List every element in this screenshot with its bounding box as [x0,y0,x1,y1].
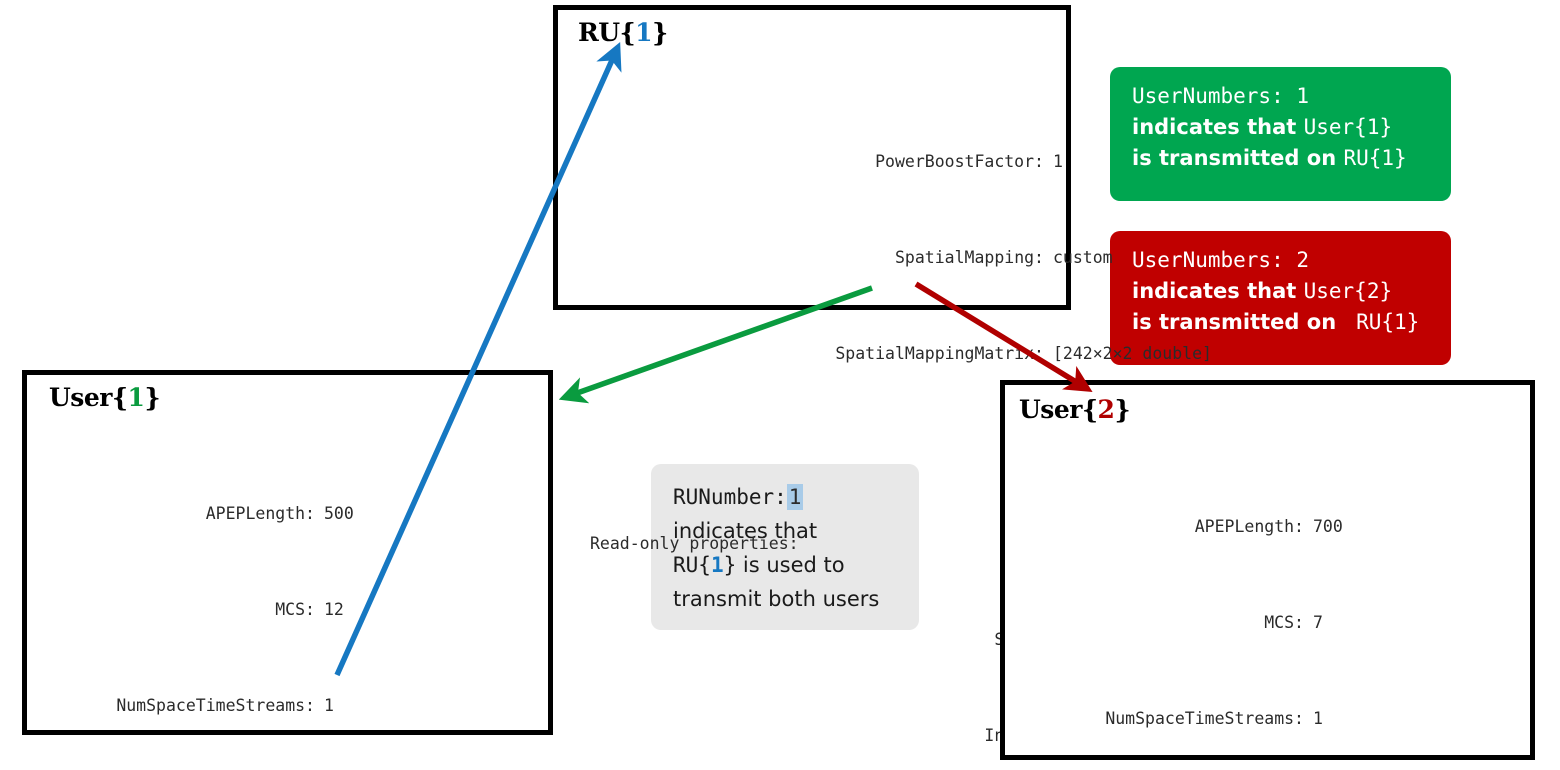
prop-row-numspacetimestreams: NumSpaceTimeStreams: 1 [1019,707,1482,731]
prop-row-spatialmapping: SpatialMapping: custom [576,246,1212,270]
user2-title-prefix: User{ [1019,395,1098,424]
prop-label: MCS: [1264,613,1304,632]
callout-gray-line3-mono-prefix: RU{ [673,553,711,577]
callout-green-line3-sans: is transmitted on [1132,146,1344,170]
prop-label: PowerBoostFactor: [875,152,1044,171]
prop-value: [242×2×2 double] [1053,344,1212,363]
callout-red-line2-mono: User{2} [1303,279,1393,303]
prop-label: Size: [576,628,1044,652]
callout-gray-line3: RU{1} is used to [673,548,919,582]
prop-row-mcs: MCS: 7 [1019,611,1482,635]
prop-label: APEPLength: [205,504,315,523]
callout-green-line2: indicates that User{1} [1132,112,1451,143]
user1-property-list: APEPLength: 500 MCS: 12 NumSpaceTimeStream… [45,430,493,770]
prop-row-numspacetimestreams: NumSpaceTimeStreams: 1 [45,694,493,718]
prop-value: 1 [324,696,334,715]
prop-value: 700 [1313,517,1343,536]
callout-green-usernumber1: UserNumbers: 1 indicates that User{1} is… [1110,67,1451,201]
prop-value: 7 [1313,613,1323,632]
callout-green-line1-mono: UserNumbers: 1 [1132,84,1310,108]
prop-row-powerboostfactor: PowerBoostFactor: 1 [576,150,1212,174]
callout-green-line3-mono: RU{1} [1343,146,1407,170]
callout-green-line2-sans: indicates that [1132,115,1304,139]
callout-gray-line4: transmit both users [673,582,919,616]
callout-gray-line2-sans: indicates that [673,519,818,543]
prop-row-spatialmappingmatrix: SpatialMappingMatrix: [242×2×2 double] [576,342,1212,366]
callout-gray-line3-sans: is used to [736,553,845,577]
user2-title-suffix: } [1114,395,1131,424]
callout-gray-line3-mono-suffix: } [723,553,737,577]
ru-title-number: 1 [635,18,653,47]
callout-red-line3-mono: RU{1} [1343,310,1420,334]
callout-gray-line2: indicates that [673,514,919,548]
prop-row-mcs: MCS: 12 [45,598,493,622]
callout-gray-runumber: RUNumber:1 indicates that RU{1} is used … [651,464,919,630]
prop-label: Index: [576,724,1044,748]
callout-gray-runumber-highlight: 1 [786,484,804,510]
callout-red-line1: UserNumbers: 2 [1132,245,1451,276]
prop-value: 500 [324,504,354,523]
user2-title-number: 2 [1097,395,1115,424]
prop-label: NumSpaceTimeStreams: [116,696,315,715]
callout-red-usernumber2: UserNumbers: 2 indicates that User{2} is… [1110,231,1451,365]
user1-box-title: User{1} [49,383,161,412]
callout-green-line2-mono: User{1} [1303,115,1393,139]
ru-title-suffix: } [652,18,668,47]
prop-value: 12 [324,600,344,619]
user1-title-prefix: User{ [49,383,128,412]
callout-red-line3-sans: is transmitted on [1132,310,1344,334]
ru-box-title: RU{1} [578,18,668,47]
user2-box-title: User{2} [1019,395,1131,424]
user1-property-box: User{1} APEPLength:500 MCS:12 NumSpaceTi… [22,370,553,735]
callout-gray-line1: RUNumber:1 [673,480,919,514]
callout-green-line1: UserNumbers: 1 [1132,81,1451,112]
prop-label: NumSpaceTimeStreams: [1105,709,1304,728]
callout-red-line3: is transmitted on RU{1} [1132,307,1451,338]
prop-value: custom [1053,248,1113,267]
callout-red-line2-sans: indicates that [1132,279,1304,303]
prop-row-apeplength: APEPLength: 700 [1019,515,1482,539]
callout-gray-line3-mono-number: 1 [710,553,724,577]
user2-property-box: User{2} APEPLength: 700 MCS: 7 NumSpaceTim… [1000,380,1535,760]
prop-label: SpatialMappingMatrix: [835,344,1044,363]
ru-title-prefix: RU{ [578,18,636,47]
ru-property-box: RU{1} PowerBoostFactor:1 SpatialMapping:… [553,5,1212,745]
prop-label: SpatialMapping: [894,248,1044,267]
callout-green-line3: is transmitted on RU{1} [1132,143,1451,174]
prop-value: 1 [1053,152,1063,171]
prop-label: MCS: [275,600,315,619]
callout-gray-line1-mono: RUNumber: [673,485,787,509]
prop-row-apeplength: APEPLength: 500 [45,502,493,526]
user2-property-list: APEPLength: 700 MCS: 7 NumSpaceTimeStreams… [1019,443,1482,770]
prop-value: 1 [1313,709,1323,728]
callout-red-line1-mono: UserNumbers: 2 [1132,248,1310,272]
callout-red-line2: indicates that User{2} [1132,276,1451,307]
callout-gray-line4-sans: transmit both users [673,587,880,611]
prop-label: APEPLength: [1194,517,1304,536]
user1-title-suffix: } [144,383,161,412]
user1-title-number: 1 [127,383,145,412]
